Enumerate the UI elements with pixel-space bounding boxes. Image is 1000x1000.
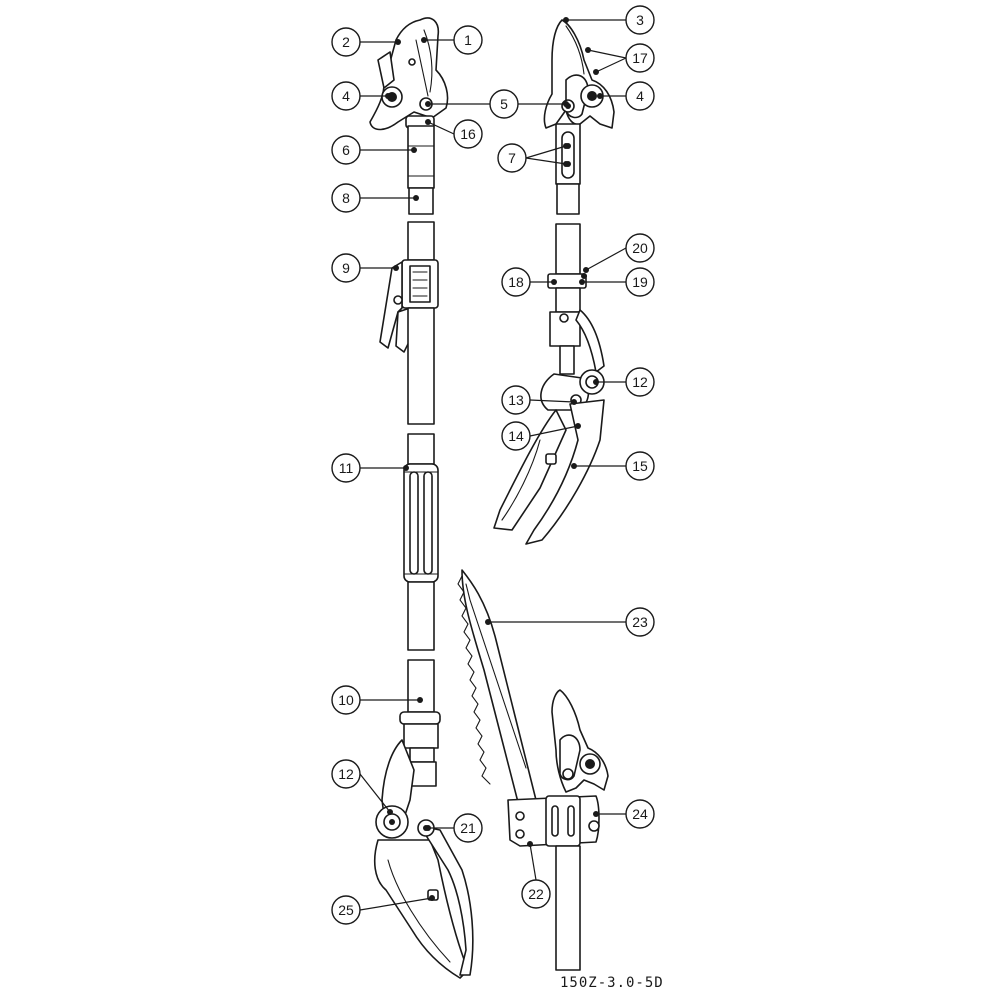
callout-20: 20 (625, 233, 655, 263)
callout-16-label: 16 (460, 126, 476, 142)
callout-11-label: 11 (339, 460, 354, 476)
tube-with-lever-clamp (379, 221, 439, 425)
callout-16: 16 (453, 119, 483, 149)
callout-10-label: 10 (338, 692, 354, 708)
callout-7: 7 (497, 143, 527, 173)
callout-22-label: 22 (528, 886, 544, 902)
callout-22: 22 (521, 879, 551, 909)
callout-21: 21 (453, 813, 483, 843)
callout-8-label: 8 (342, 190, 350, 206)
callout-24: 24 (625, 799, 655, 829)
callout-18: 18 (501, 267, 531, 297)
callout-24-label: 24 (632, 806, 648, 822)
callout-17: 17 (625, 43, 655, 73)
callout-23-label: 23 (632, 614, 648, 630)
callout-5: 5 (489, 89, 519, 119)
callout-11: 11 (331, 453, 361, 483)
callout-4-right: 4 (625, 81, 655, 111)
callout-5-label: 5 (500, 96, 508, 112)
callout-25-label: 25 (338, 902, 354, 918)
callout-3-label: 3 (636, 12, 644, 28)
callout-7-label: 7 (508, 150, 516, 166)
callout-14-label: 14 (508, 428, 524, 444)
callout-17-label: 17 (632, 50, 648, 66)
callout-19: 19 (625, 267, 655, 297)
callout-12-left: 12 (331, 759, 361, 789)
lower-handle (373, 659, 474, 979)
callout-25: 25 (331, 895, 361, 925)
callout-18-label: 18 (508, 274, 524, 290)
callout-10: 10 (331, 685, 361, 715)
callout-20-label: 20 (632, 240, 648, 256)
callout-21-label: 21 (460, 820, 476, 836)
saw-holder-assembly (507, 689, 609, 971)
pruning-saw (457, 569, 537, 811)
leader-lines (359, 17, 627, 911)
callout-23: 23 (625, 607, 655, 637)
callout-19-label: 19 (632, 274, 648, 290)
callout-12-right: 12 (625, 367, 655, 397)
model-number-caption: 150Z-3.0-5D (560, 975, 664, 991)
callout-14: 14 (501, 421, 531, 451)
callout-1-label: 1 (464, 32, 472, 48)
callout-12-left-label: 12 (338, 766, 354, 782)
callout-9: 9 (331, 253, 361, 283)
callout-9-label: 9 (342, 260, 350, 276)
callout-6-label: 6 (342, 142, 350, 158)
right-handle-assembly (493, 223, 605, 545)
callout-2-label: 2 (342, 34, 350, 50)
cutter-head-front (369, 17, 449, 215)
tube-with-grip (403, 433, 439, 651)
callout-2: 2 (331, 27, 361, 57)
callout-4-right-label: 4 (636, 88, 644, 104)
callout-15: 15 (625, 451, 655, 481)
callout-1: 1 (453, 25, 483, 55)
callout-4-left-label: 4 (342, 88, 350, 104)
callout-15-label: 15 (632, 458, 648, 474)
cutter-head-side (543, 19, 615, 215)
callout-8: 8 (331, 183, 361, 213)
callout-4-left: 4 (331, 81, 361, 111)
callout-6: 6 (331, 135, 361, 165)
callout-13-label: 13 (508, 392, 524, 408)
callout-13: 13 (501, 385, 531, 415)
callout-12-right-label: 12 (632, 374, 648, 390)
callout-3: 3 (625, 5, 655, 35)
